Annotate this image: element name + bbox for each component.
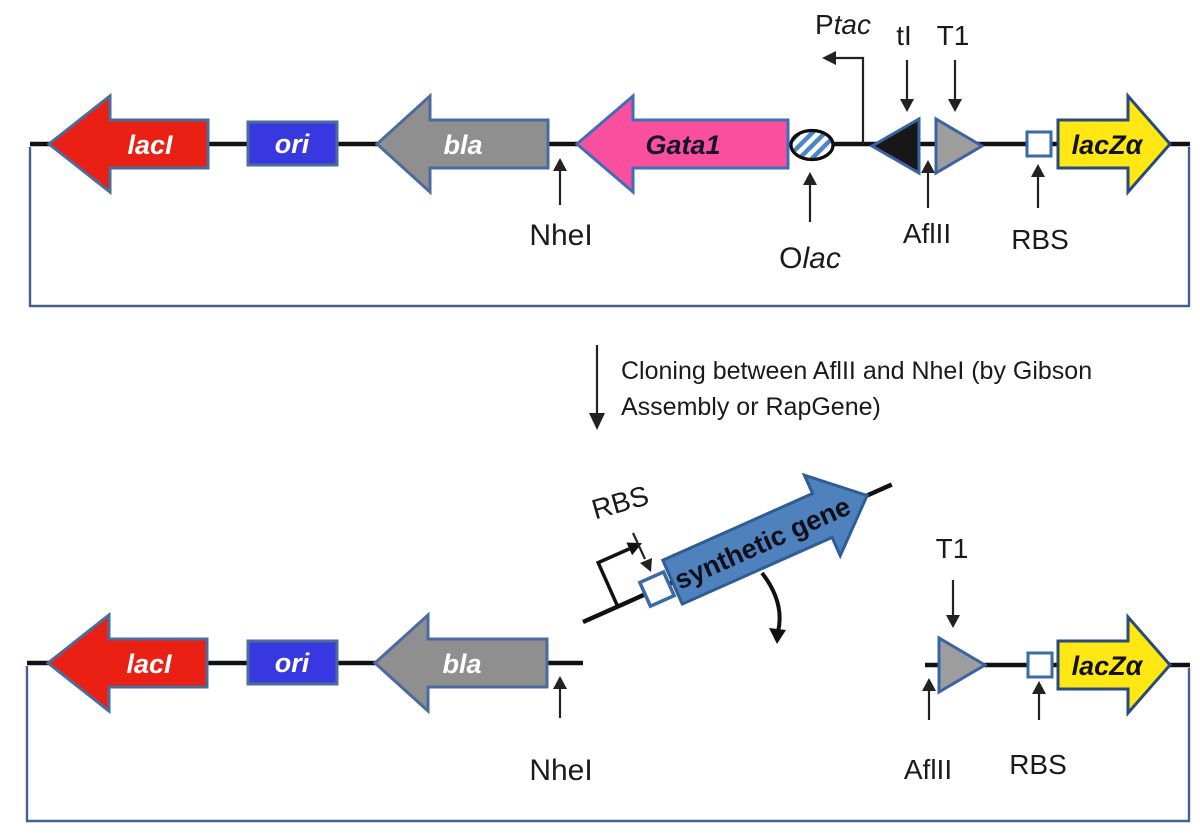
ori-label-top: ori [275,129,310,159]
insert-into-vector-curved-arrow [760,571,782,633]
aflii-site-arrowhead-top [921,160,935,173]
ptac-promoter-arrow [835,56,865,144]
ori-box-top [246,120,339,167]
bla-gene-label-top: bla [443,130,482,160]
ptac-promoter-arrowhead [822,51,836,65]
insert-rbs-pointer-arrowhead [640,558,652,572]
bottom-plasmid-outline [25,666,1191,823]
ori-box-bottom [246,639,339,686]
laczalpha-gene-arrow-top [1056,92,1172,196]
ori-label-bottom: ori [275,648,310,678]
rbs-box-top [1025,130,1053,158]
nhei-site-arrowhead-bottom [553,676,567,689]
rbs-pointer-arrowhead-bottom [1032,681,1046,694]
gata1-gene-label: Gata1 [645,130,720,160]
t1-label-top: T1 [937,20,970,51]
olac-pointer-arrowhead [803,172,817,185]
nhei-site-arrowhead-top [553,158,567,171]
gata1-gene-arrow [574,92,790,196]
rbs-label-bottom: RBS [1009,749,1067,780]
olac-label: Olac [779,242,841,275]
t1-pointer-arrowhead-top [948,99,962,112]
laci-gene-arrow-top [46,92,210,196]
insert-backbone-right [866,482,893,498]
rbs-label-top: RBS [1011,224,1069,255]
t1-terminator-triangle-top [934,116,985,176]
bla-gene-arrow-top [374,92,550,196]
ti-label: tI [896,20,912,51]
aflii-label-top: AflII [903,218,951,249]
step-caption-line1: Cloning between AflII and NheI (by Gibso… [621,357,1092,385]
ptac-label: Ptac [815,9,871,40]
bla-gene-arrow-bottom [372,611,549,715]
insert-rbs-label-group: RBS [588,480,652,526]
aflii-label-bottom: AflII [904,754,952,785]
insert-into-vector-arrowhead [769,628,786,644]
top-plasmid-outline [28,147,1191,308]
laczalpha-gene-label-bottom: lacZα [1072,651,1144,681]
synthetic-gene-insert: synthetic gene [582,472,893,625]
ti-terminator-triangle [868,116,921,176]
insert-rbs-box [637,569,677,609]
rbs-box-bottom [1026,651,1054,679]
step-caption-line2: Assembly or RapGene) [621,393,881,421]
insert-rbs-pointer-arrow [632,532,646,560]
laczalpha-gene-label-top: lacZα [1072,130,1144,160]
t1-pointer-arrowhead-bottom [946,615,960,628]
bla-gene-label-bottom: bla [442,649,481,679]
nhei-label-bottom: NheI [529,754,592,787]
t1-label-bottom: T1 [936,533,969,564]
olac-operator-ellipse [789,128,835,162]
t1-terminator-triangle-bottom [937,635,988,695]
laci-gene-label-top: lacI [127,130,173,160]
nhei-label-top: NheI [529,219,592,252]
step-down-arrowhead [589,413,605,430]
laci-gene-label-bottom: lacI [126,649,172,679]
laci-gene-arrow-bottom [45,611,209,715]
synthetic-gene-arrow [660,472,870,607]
ti-pointer-arrowhead [900,99,914,112]
insert-promoter-arrow [595,547,630,608]
insert-rbs-label: RBS [588,480,652,526]
rbs-pointer-arrowhead-top [1031,164,1045,177]
laczalpha-gene-arrow-bottom [1056,613,1172,717]
aflii-site-arrowhead-bottom [922,678,936,691]
